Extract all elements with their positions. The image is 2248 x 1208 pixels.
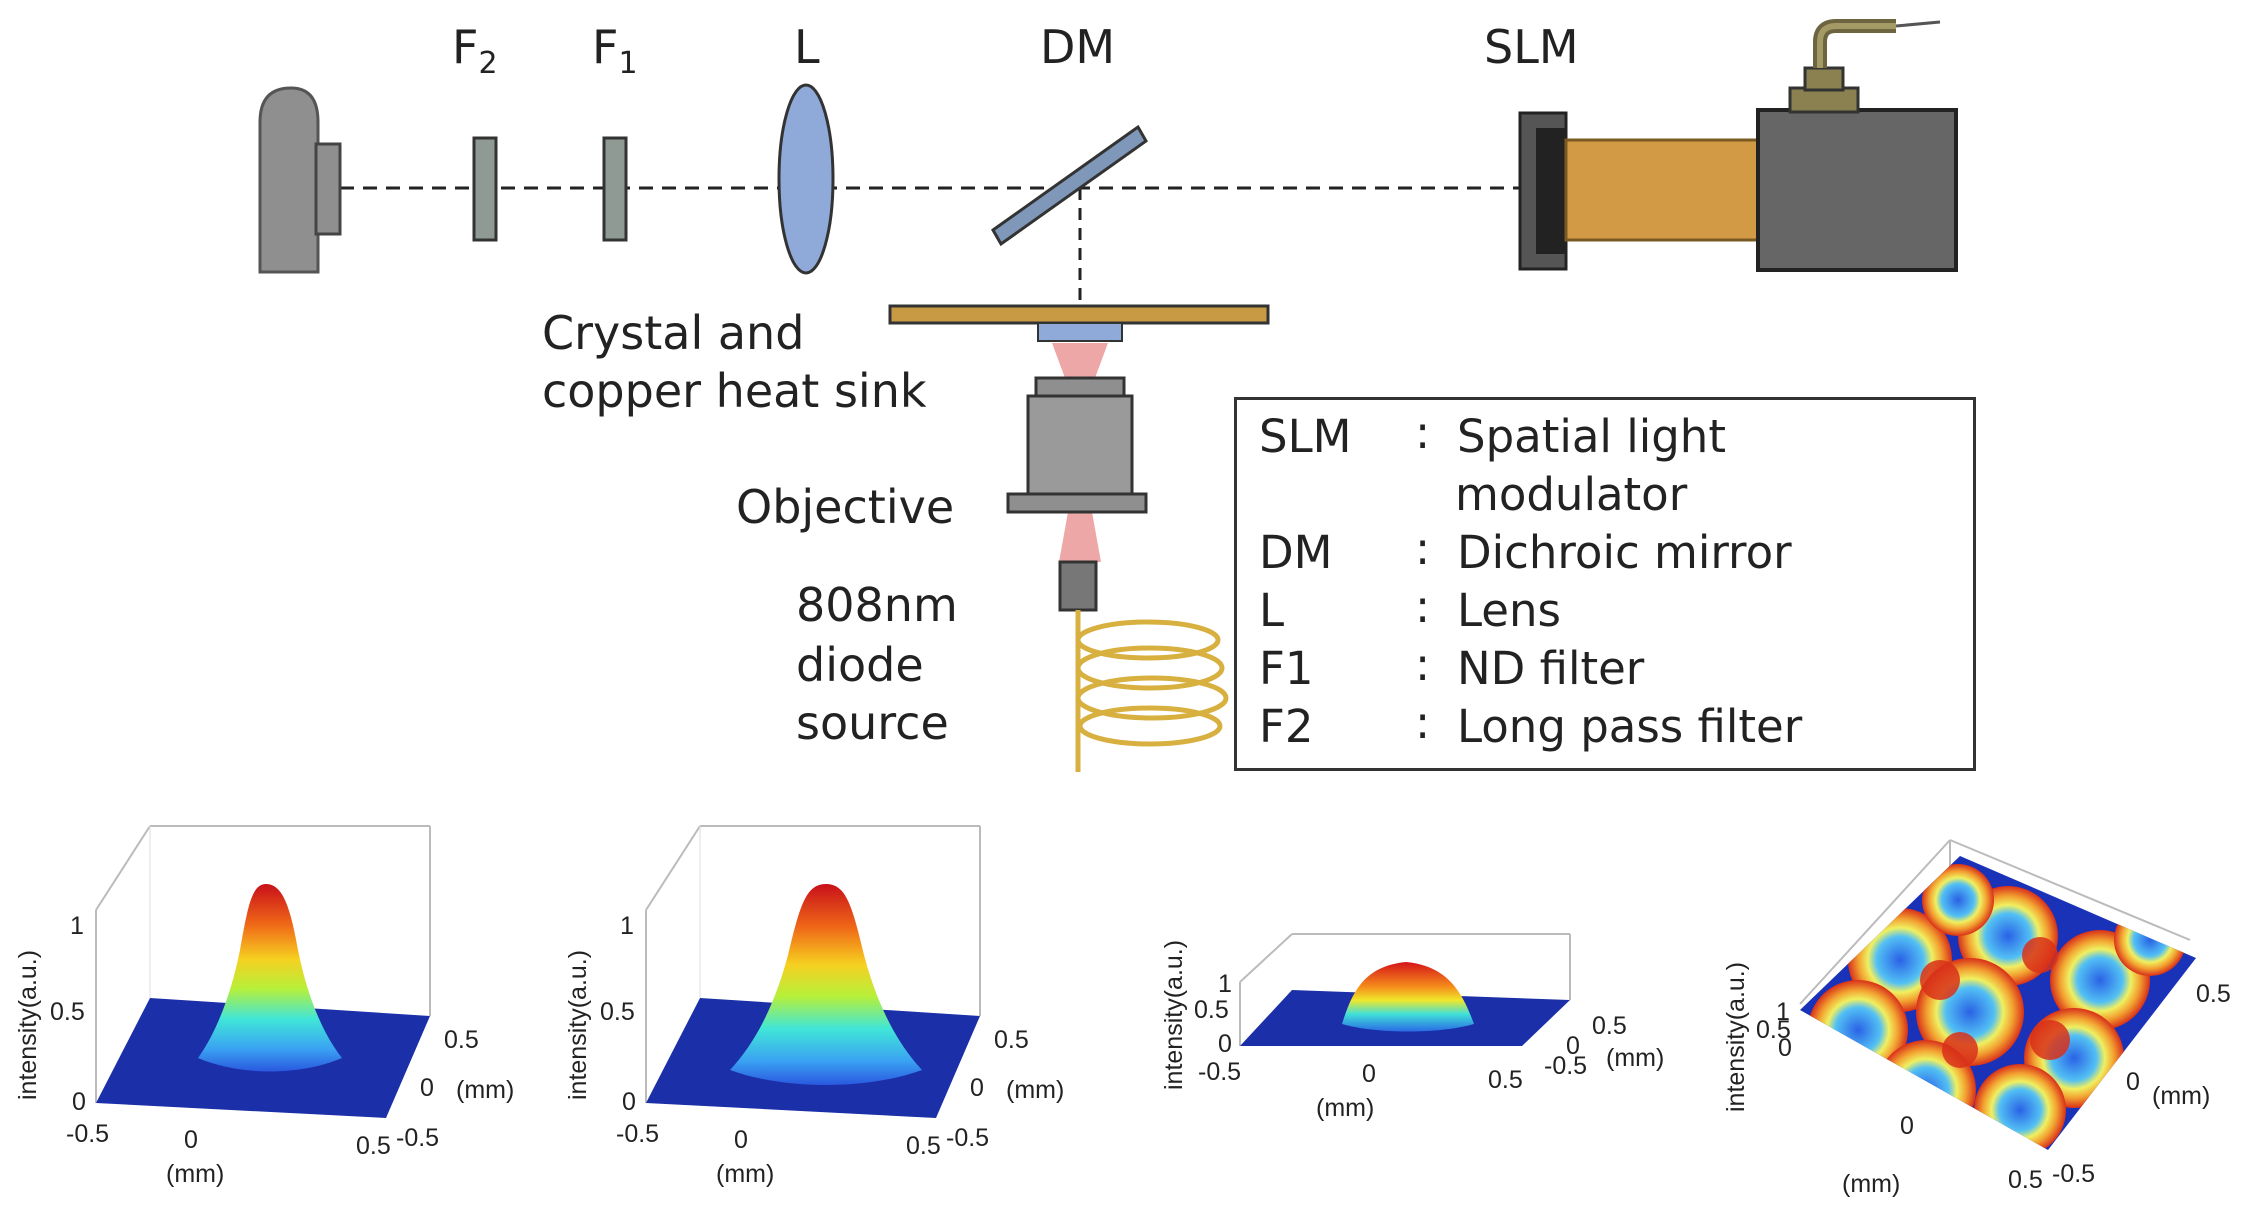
surface-plot-1 [95,825,431,1118]
plot2-xtick: -0.5 [616,1120,660,1148]
plot2-ylabel: (mm) [1006,1076,1065,1104]
plot3-ytick: 0 [1566,1032,1580,1060]
legend-abbr: DM [1259,526,1333,579]
plot2-xtick: 0 [734,1126,748,1154]
filter-f1-icon [602,136,628,242]
plot2-ztick: 0.5 [600,998,635,1026]
plot3-xtick: -0.5 [1198,1058,1242,1086]
label-objective: Objective [736,480,955,534]
plot3-ztick: 0 [1218,1030,1232,1058]
legend-sep: : [1415,580,1431,633]
legend-abbr: L [1259,584,1285,637]
plot1-ztick: 1 [70,912,84,940]
plot1-ztick: 0.5 [50,998,85,1026]
surface-flattop-3 [1342,962,1474,1032]
label-crystal-line1: Crystal and [542,306,805,360]
plot4-xtick: 0 [1900,1112,1914,1140]
surface-peak-2 [730,884,922,1085]
plot3-xtick: 0.5 [1488,1066,1523,1094]
plot1-ylabel: (mm) [456,1076,515,1104]
plot2-ytick: 0 [970,1074,984,1102]
label-f2: F2 [452,20,498,82]
plot3-ztick: 0.5 [1194,996,1229,1024]
plot1-xtick: -0.5 [66,1120,110,1148]
plot3-xtick: 0 [1362,1060,1376,1088]
dichroic-mirror-icon [991,124,1148,247]
plot2-ztick: 1 [620,912,634,940]
plot4-xlabel: (mm) [1842,1170,1901,1198]
legend-desc: modulator [1455,468,1688,521]
lens-icon [777,83,835,275]
pump-beam-lower [1059,512,1101,562]
plot2-ytick: -0.5 [946,1124,990,1152]
legend-sep: : [1415,522,1431,575]
label-source-line2: diode [796,638,924,692]
plot4-xtick: 0.5 [2008,1166,2043,1194]
plot4-zlabel: intensity(a.u.) [1722,961,1750,1112]
diode-connector-icon [1058,560,1098,612]
plot1-ytick: -0.5 [396,1124,440,1152]
plot4-ylabel: (mm) [2152,1082,2211,1110]
legend-desc: Long pass filter [1457,700,1803,753]
legend-sep: : [1415,696,1431,749]
slm-icon [1518,19,1958,272]
legend-abbr: SLM [1259,410,1352,463]
filter-f2-icon [472,136,498,242]
surface-plot-3 [1239,933,1571,1046]
plot4-ztick: 0 [1778,1034,1792,1062]
legend-abbr: F1 [1259,642,1314,695]
plot4-ytick: 0.5 [2196,980,2231,1008]
plot1-ytick: 0 [420,1074,434,1102]
objective-icon [1006,376,1148,514]
plot2-ztick: 0 [622,1088,636,1116]
plot3-ztick: 1 [1218,970,1232,998]
legend-desc: Dichroic mirror [1457,526,1792,579]
legend-sep: : [1415,638,1431,691]
plot2-xtick: 0.5 [906,1132,941,1160]
plot1-ytick: 0.5 [444,1026,479,1054]
optical-setup-diagram [258,19,1958,772]
plot4-ztick: 0.5 [1756,1016,1791,1044]
plot1-xlabel: (mm) [166,1160,225,1188]
plot2-zlabel: intensity(a.u.) [564,949,592,1100]
surface-plot-2 [645,825,981,1118]
plot1-ztick: 0 [72,1088,86,1116]
legend-sep: : [1415,406,1431,459]
label-source-line3: source [796,696,949,750]
label-lens: L [794,20,820,74]
crystal-icon [1037,322,1123,342]
legend-desc: Lens [1457,584,1561,637]
label-source-line1: 808nm [796,578,958,632]
plot3-xlabel: (mm) [1316,1094,1375,1122]
plot4-ztick: 1 [1776,998,1790,1026]
plot3-ytick: 0.5 [1592,1012,1627,1040]
plot3-ytick: -0.5 [1544,1052,1588,1080]
plot1-zlabel: intensity(a.u.) [14,949,42,1100]
fiber-coil-icon [1075,610,1229,772]
plot1-xtick: 0.5 [356,1132,391,1160]
plot2-xlabel: (mm) [716,1160,775,1188]
plot3-zlabel: intensity(a.u.) [1160,939,1188,1090]
label-crystal-line2: copper heat sink [542,364,927,418]
label-f1: F1 [592,20,638,82]
legend-desc: Spatial light [1457,410,1726,463]
legend-abbr: F2 [1259,700,1314,753]
legend-box: SLM : Spatial light modulator DM : Dichr… [1234,397,1976,771]
pump-beam-upper [1052,343,1108,378]
plot2-ytick: 0.5 [994,1026,1029,1054]
label-dm: DM [1040,20,1116,74]
plot4-ytick: 0 [2126,1068,2140,1096]
camera-icon [258,86,342,274]
plot4-ytick: -0.5 [2052,1160,2096,1188]
surface-peak-1 [198,884,342,1072]
plot1-xtick: 0 [184,1126,198,1154]
label-slm: SLM [1484,20,1579,74]
legend-desc: ND filter [1457,642,1645,695]
plot3-ylabel: (mm) [1606,1044,1665,1072]
surface-plot-4 [1799,839,2196,1150]
